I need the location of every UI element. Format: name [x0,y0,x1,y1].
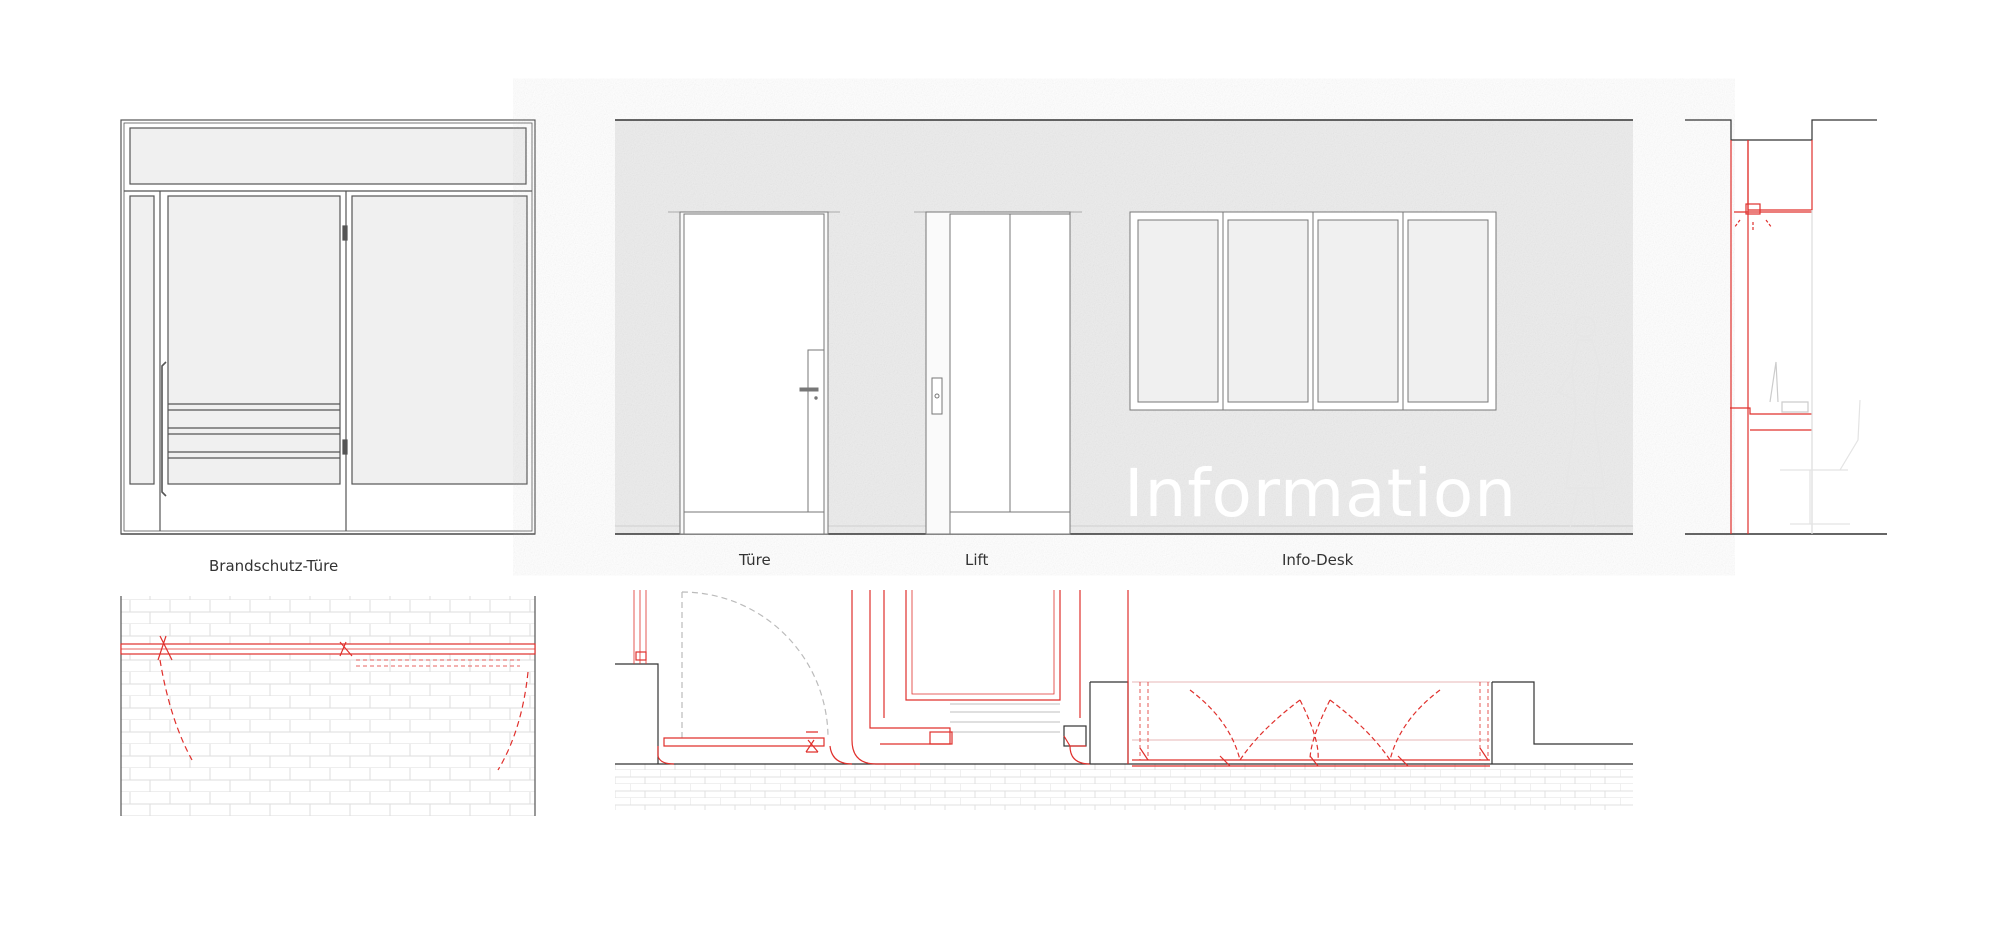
person-figure [1556,316,1605,529]
label-door: Türe [738,551,771,569]
label-fire-door: Brandschutz-Türe [209,557,338,575]
desk-side-section [1685,119,1887,535]
label-lift: Lift [965,551,989,569]
main-wall-elevation: Information [615,119,1633,535]
door-elevation [668,211,840,535]
info-desk-windows [1129,211,1497,411]
fire-door-plan [120,596,536,816]
lift-elevation [914,211,1082,535]
fire-door-elevation [120,119,536,535]
wall-information-sign: Information [1124,455,1517,532]
label-info-desk: Info-Desk [1282,551,1354,569]
main-floor-plan [615,590,1633,810]
